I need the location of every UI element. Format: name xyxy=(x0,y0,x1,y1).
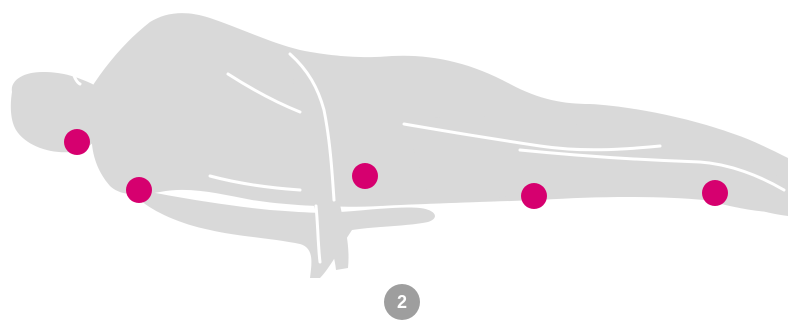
pressure-point-shoulder xyxy=(126,177,152,203)
step-number-label: 2 xyxy=(397,293,407,311)
pressure-point-hip xyxy=(352,163,378,189)
body-silhouette xyxy=(11,13,788,278)
pressure-point-ankle xyxy=(702,180,728,206)
pressure-point-ear xyxy=(64,129,90,155)
step-number-badge: 2 xyxy=(384,284,420,320)
pressure-point-knee xyxy=(521,183,547,209)
